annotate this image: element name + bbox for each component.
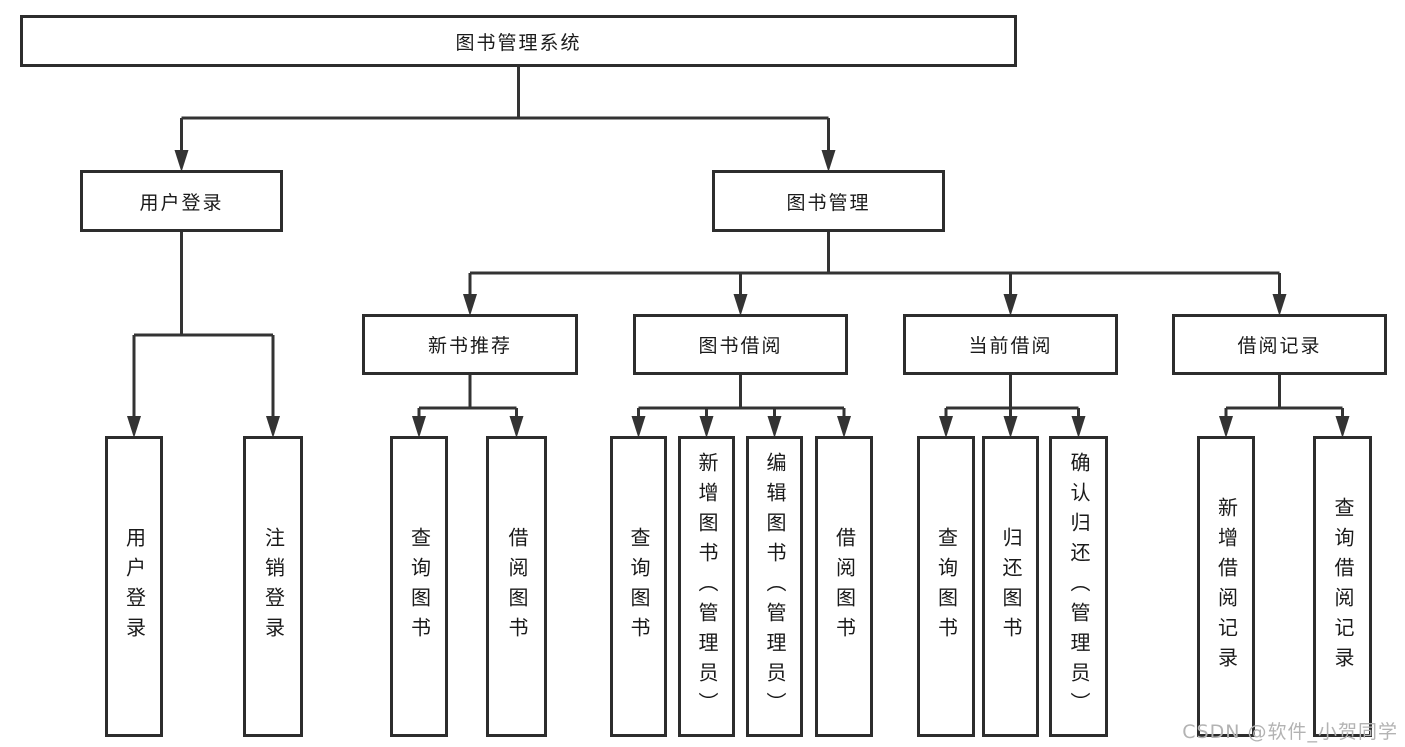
connector-lines [1224,375,1344,424]
arrowhead-into-v-borrow-book-2 [837,416,851,438]
node-label-book-mgmt: 图书管理 [786,191,871,214]
node-v-query-book-3: 查询图书 [917,436,975,737]
watermark-text: CSDN @软件_小贺同学 [1182,721,1398,743]
arrowhead-into-v-user-login [127,416,141,438]
edge-from-root [174,67,836,172]
arrowhead-into-book-mgmt [821,150,836,172]
arrowhead-into-v-return-book [1003,416,1018,438]
node-label-book-borrow: 图书借阅 [698,335,783,357]
node-v-borrow-book-2: 借阅图书 [815,436,873,737]
edge-from-user-login [127,232,280,438]
node-label-v-confirm-return: 确认归还（管理员） [1067,451,1091,722]
node-v-user-login: 用户登录 [105,436,163,737]
node-v-query-book-1: 查询图书 [390,436,448,737]
node-label-v-borrow-book-1: 借阅图书 [505,526,529,647]
node-v-borrow-book-1: 借阅图书 [486,436,547,737]
arrowhead-into-user-login [174,150,189,172]
arrowhead-into-v-add-book [699,416,714,438]
node-borrow-records: 借阅记录 [1172,314,1387,375]
node-label-v-add-book: 新增图书（管理员） [695,451,719,722]
node-label-v-borrow-book-2: 借阅图书 [832,526,857,647]
node-user-login: 用户登录 [80,170,283,232]
connector-lines [468,232,1281,302]
node-new-books: 新书推荐 [362,314,578,375]
node-v-query-record: 查询借阅记录 [1313,436,1372,737]
node-label-user-login: 用户登录 [139,191,224,214]
node-v-edit-book: 编辑图书（管理员） [746,436,803,737]
node-current-borrow: 当前借阅 [903,314,1118,375]
node-v-add-record: 新增借阅记录 [1197,436,1255,737]
node-v-query-book-2: 查询图书 [610,436,667,737]
edge-from-book-mgmt [463,232,1287,316]
arrowhead-into-new-books [463,294,477,316]
node-v-return-book: 归还图书 [982,436,1039,737]
edge-from-borrow-records [1219,375,1350,438]
edge-from-new-books [412,375,524,438]
node-book-mgmt: 图书管理 [712,170,945,232]
connector-lines [417,375,518,424]
connector-lines [132,232,275,424]
arrowhead-into-v-add-record [1219,416,1233,438]
arrowhead-into-v-logout [266,416,280,438]
node-label-v-query-record: 查询借阅记录 [1331,496,1355,677]
node-root: 图书管理系统 [20,15,1017,67]
arrowhead-into-v-confirm-return [1071,416,1086,438]
node-book-borrow: 图书借阅 [633,314,848,375]
node-label-v-query-book-2: 查询图书 [627,526,651,647]
arrowhead-into-v-query-book-2 [631,416,646,438]
node-label-v-query-book-1: 查询图书 [407,526,432,647]
node-label-current-borrow: 当前借阅 [968,335,1053,357]
node-label-v-query-book-3: 查询图书 [934,526,959,647]
arrowhead-into-v-query-book-1 [412,416,426,438]
node-label-v-edit-book: 编辑图书（管理员） [763,451,787,722]
node-label-root: 图书管理系统 [455,31,582,54]
node-label-v-return-book: 归还图书 [999,526,1023,647]
edge-from-current-borrow [939,375,1086,438]
arrowhead-into-borrow-records [1272,294,1287,316]
node-v-confirm-return: 确认归还（管理员） [1049,436,1108,737]
arrowhead-into-current-borrow [1003,294,1018,316]
arrowhead-into-v-edit-book [767,416,782,438]
connector-lines [180,67,830,158]
node-label-new-books: 新书推荐 [427,335,512,357]
node-label-borrow-records: 借阅记录 [1237,335,1322,357]
node-label-v-logout: 注销登录 [261,526,286,647]
node-label-v-user-login: 用户登录 [122,526,147,647]
arrowhead-into-v-query-record [1335,416,1350,438]
edge-from-book-borrow [631,375,851,438]
node-v-add-book: 新增图书（管理员） [678,436,735,737]
connector-lines [637,375,846,424]
arrowhead-into-v-borrow-book-1 [509,416,524,438]
arrowhead-into-v-query-book-3 [939,416,953,438]
arrowhead-into-book-borrow [733,294,748,316]
node-label-v-add-record: 新增借阅记录 [1214,496,1239,677]
node-v-logout: 注销登录 [243,436,303,737]
